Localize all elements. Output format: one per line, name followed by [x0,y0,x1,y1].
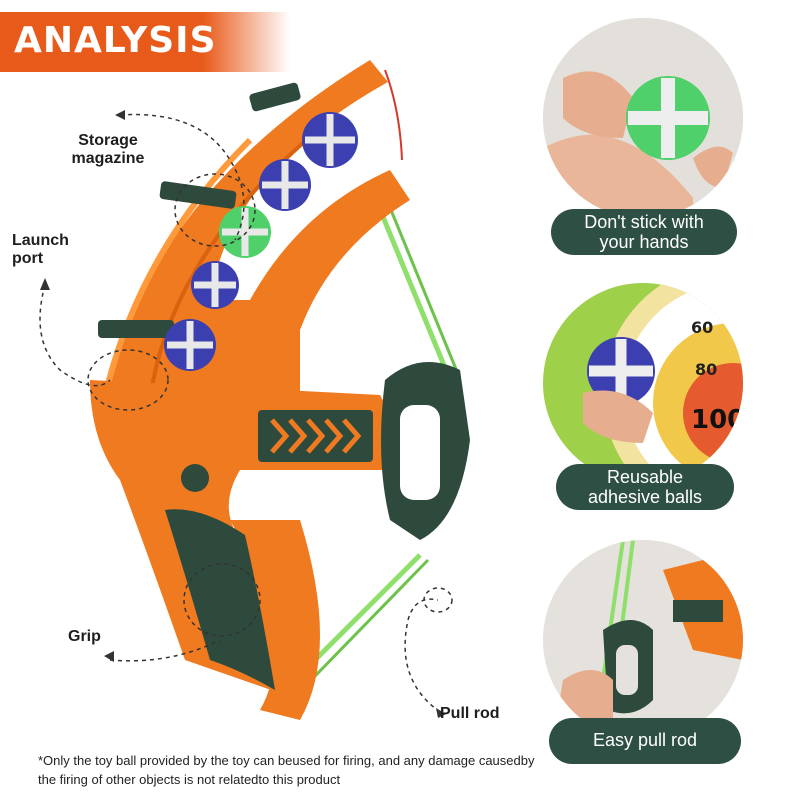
disclaimer-footnote: *Only the toy ball provided by the toy c… [38,753,535,787]
hand-ball-image [543,18,743,218]
target-image: 60 80 100 [543,283,743,483]
storage-magazine-text: Storage magazine [71,132,145,167]
target-score-60: 60 [691,318,713,337]
analysis-banner [0,12,290,72]
pull-rod-label: Pull rod [440,705,530,723]
grip-text: Grip [68,628,101,645]
grip-label: Grip [68,628,118,646]
feature-badge-reusable: Reusable adhesive balls [556,464,734,510]
pull-rod-image [543,540,743,740]
feature-badge-reusable-line2: adhesive balls [587,487,703,507]
feature-circle-pull-rod [543,540,743,740]
feature-badge-hands-line2: your hands [599,232,689,252]
feature-circle-hand [543,18,743,218]
feature-badge-hands: Don't stick with your hands [551,209,737,255]
storage-magazine-label: Storage magazine [58,132,158,168]
target-score-80: 80 [695,360,717,379]
pull-rod-text: Pull rod [440,705,500,722]
feature-circle-target: 60 80 100 [543,283,743,483]
launch-port-text: Launch port [12,232,69,267]
launch-port-label: Launch port [12,232,92,268]
feature-badge-pull-rod: Easy pull rod [549,718,741,764]
feature-badge-hands-line1: Don't stick with [584,212,704,232]
feature-badge-pull-rod-text: Easy pull rod [592,730,698,750]
feature-badge-reusable-line1: Reusable [606,467,684,487]
banner-title: ANALYSIS [14,20,217,61]
